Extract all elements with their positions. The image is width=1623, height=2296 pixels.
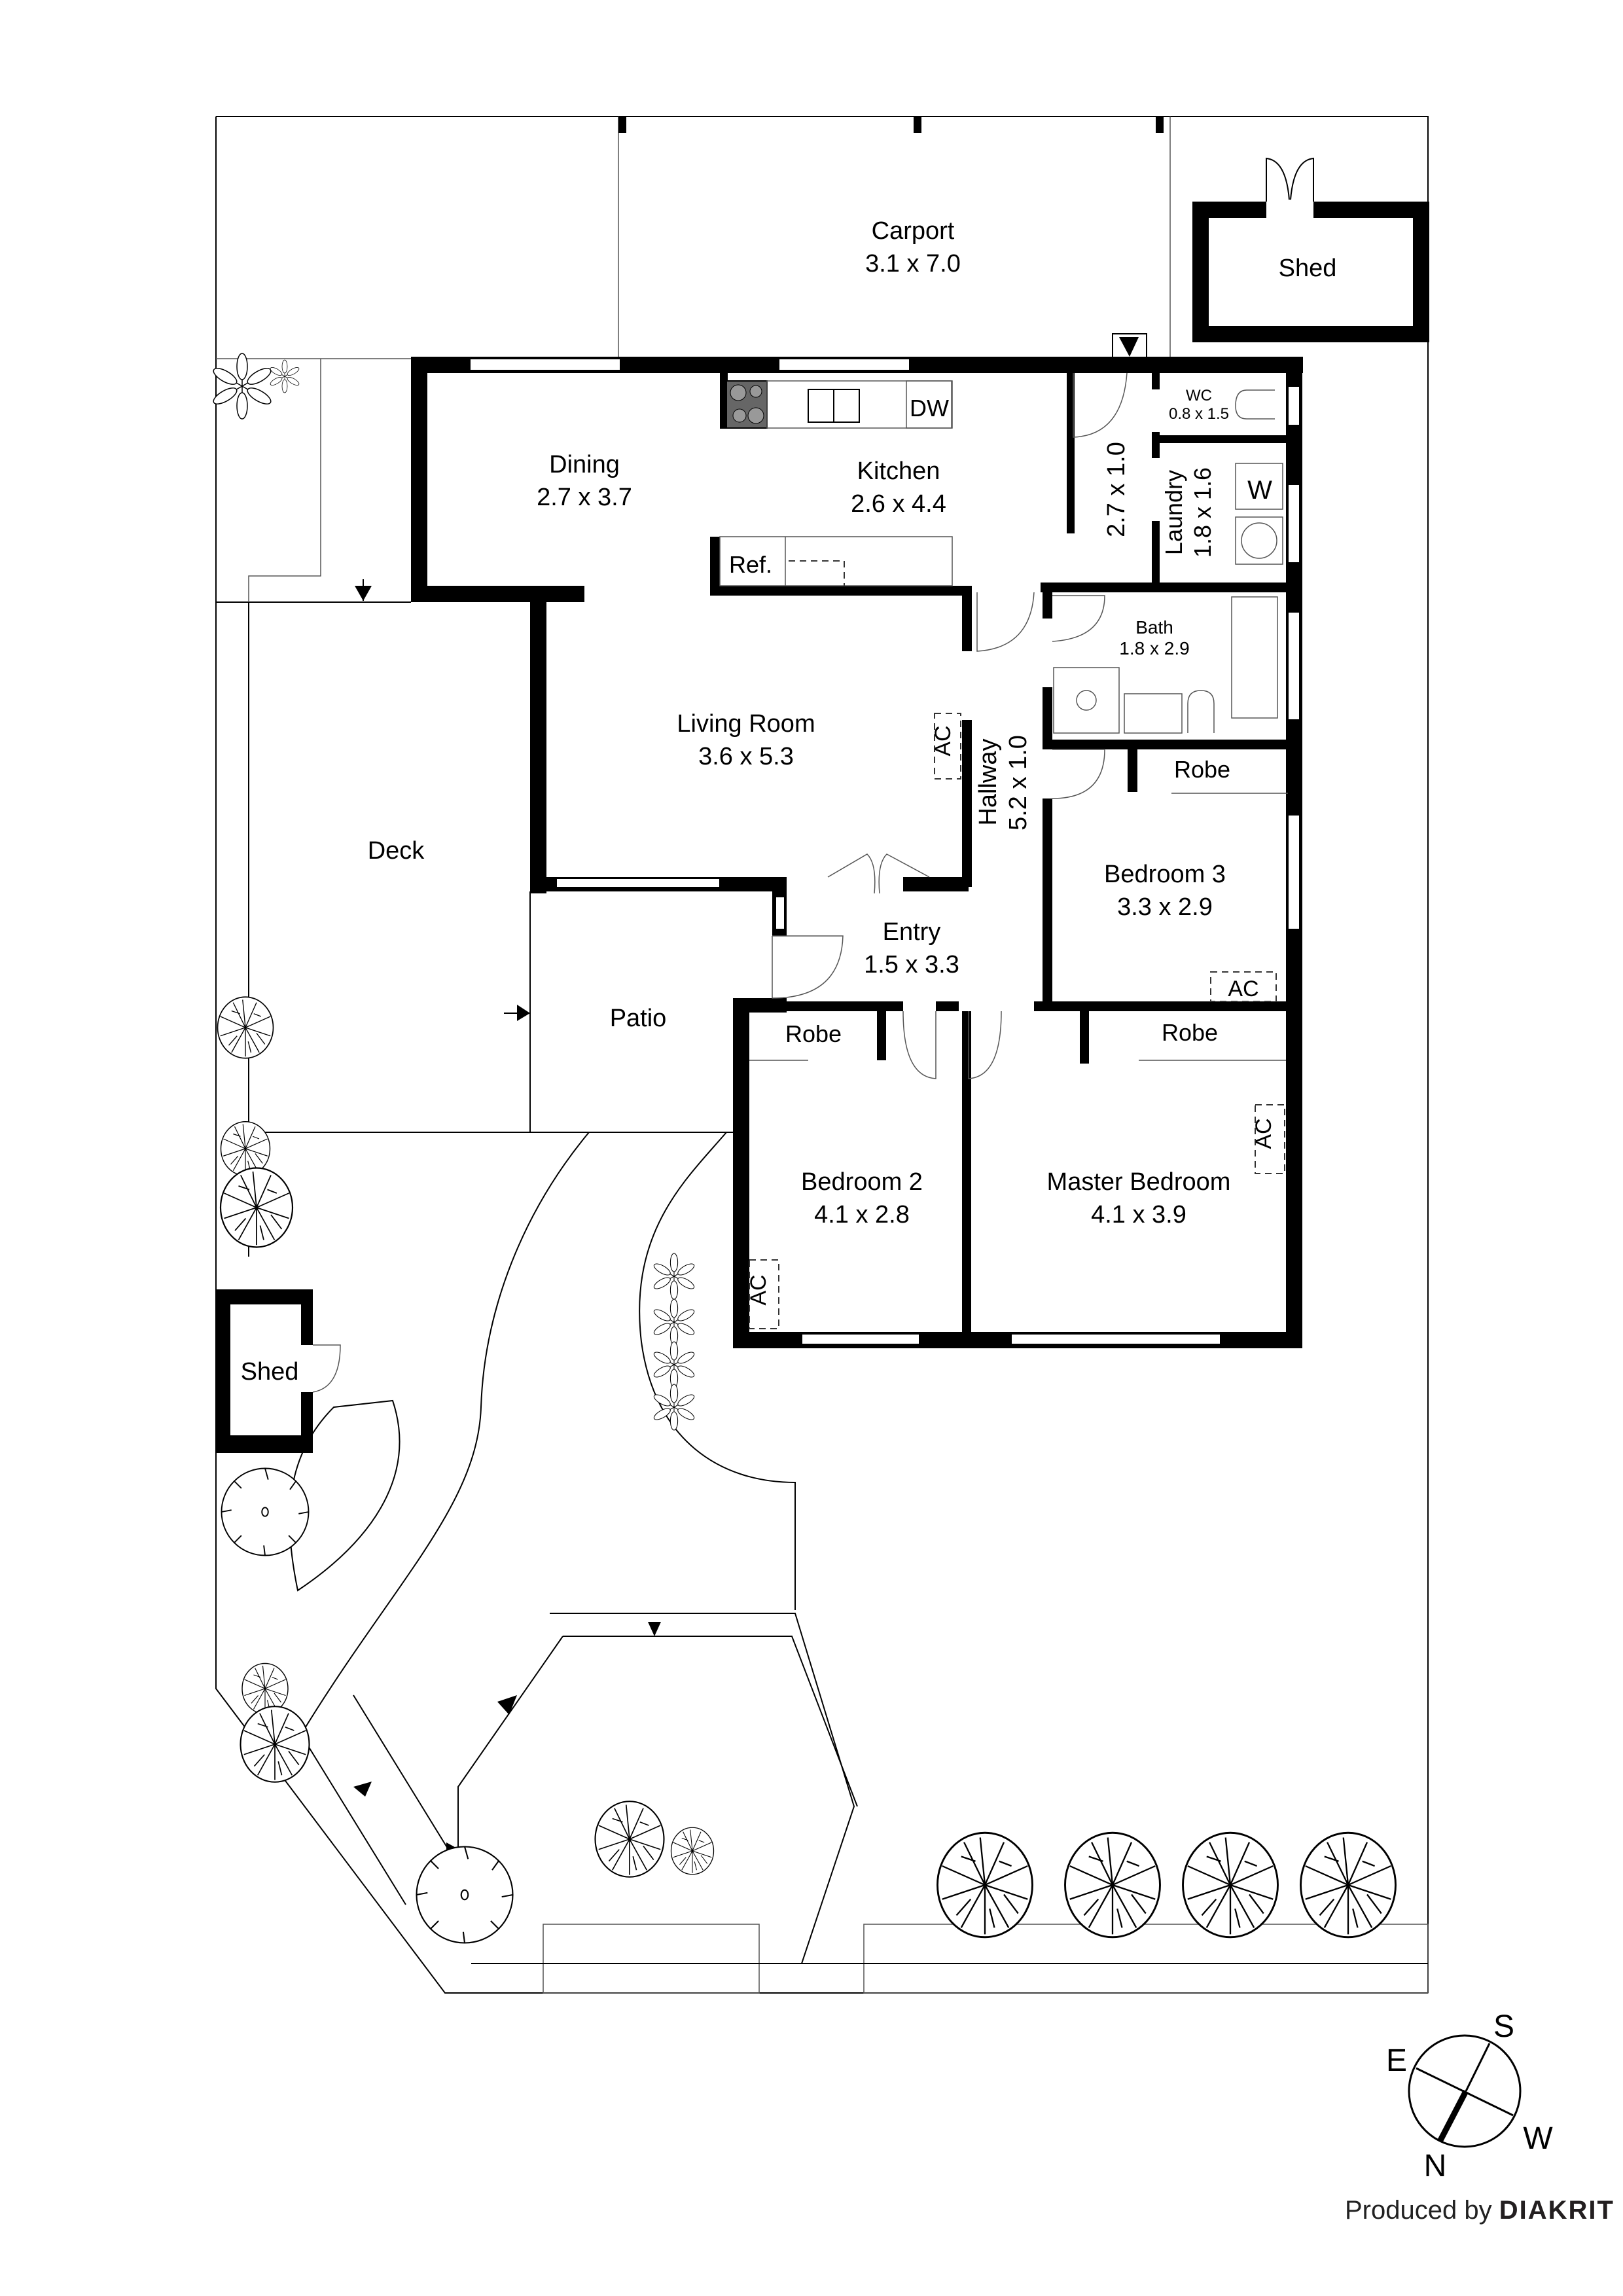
bath-dims: 1.8 x 2.9	[1119, 638, 1189, 658]
bedroom3-dims: 3.3 x 2.9	[1117, 893, 1213, 921]
palm-icon	[652, 1299, 696, 1346]
carport-label: Carport	[872, 217, 955, 245]
shrub-icon	[416, 1846, 514, 1944]
tree-icon	[1064, 1831, 1161, 1939]
property-boundary	[215, 116, 1429, 1994]
living-dims: 3.6 x 5.3	[698, 743, 794, 770]
tree-icon	[594, 1801, 665, 1878]
compass-s: S	[1493, 2009, 1514, 2044]
producer-credit: Produced by DIAKRIT	[1345, 2196, 1614, 2225]
outdoor-areas	[216, 358, 733, 1257]
kitchen-label: Kitchen	[857, 457, 940, 485]
entry-dims: 1.5 x 3.3	[864, 951, 959, 978]
bedroom2-label: Bedroom 2	[801, 1168, 923, 1196]
tree-icon	[240, 1706, 310, 1783]
entry-label: Entry	[883, 918, 941, 946]
ac-units: AC AC AC AC	[746, 713, 1285, 1329]
wc-label: WC	[1186, 387, 1212, 404]
patio-label: Patio	[610, 1005, 667, 1032]
tree-icon	[217, 996, 274, 1059]
shed-left-label: Shed	[241, 1358, 299, 1386]
kitchen-dims: 2.6 x 4.4	[851, 490, 946, 518]
bedroom2-dims: 4.1 x 2.8	[814, 1201, 910, 1229]
tree-icon	[219, 1167, 294, 1248]
tree-icon	[1182, 1831, 1279, 1939]
robe-master-label: Robe	[1162, 1019, 1218, 1046]
doors	[772, 333, 1147, 1079]
robes: Robe Robe Robe	[749, 756, 1288, 1061]
palm-icon	[210, 353, 274, 420]
tree-icon	[936, 1831, 1033, 1939]
kitchen-fixtures: DW Ref.	[719, 380, 953, 586]
hallway-label: Hallway	[974, 738, 1002, 825]
dining-dims: 2.7 x 3.7	[537, 484, 632, 511]
bedroom3-label: Bedroom 3	[1104, 861, 1226, 888]
living-label: Living Room	[677, 710, 815, 738]
master-label: Master Bedroom	[1047, 1168, 1231, 1196]
ac-bed2-label: AC	[746, 1274, 771, 1305]
bath-label: Bath	[1135, 617, 1173, 637]
wc-dims: 0.8 x 1.5	[1169, 405, 1229, 423]
dishwasher-label: DW	[910, 395, 949, 422]
laundry-label: Laundry	[1160, 470, 1187, 555]
hallway-dims: 5.2 x 1.0	[1005, 735, 1032, 831]
wet-area-fixtures: W	[1053, 389, 1283, 734]
credit-brand-logo: DIAKRIT	[1499, 2196, 1614, 2225]
tree-icon	[1300, 1831, 1397, 1939]
robe-bed2-label: Robe	[785, 1020, 842, 1047]
carport-dims: 3.1 x 7.0	[865, 250, 961, 278]
fridge-label: Ref.	[729, 551, 772, 578]
carport-area: Carport 3.1 x 7.0	[618, 117, 1171, 359]
palm-icon	[652, 1341, 696, 1388]
compass-e: E	[1386, 2043, 1407, 2078]
credit-prefix: Produced by	[1345, 2196, 1492, 2225]
tree-icon	[241, 1662, 289, 1715]
palm-icon	[268, 359, 301, 393]
room-labels: Dining 2.7 x 3.7 Kitchen 2.6 x 4.4 2.7 x…	[368, 387, 1231, 1229]
deck-label: Deck	[368, 837, 425, 865]
tree-icon	[220, 1121, 271, 1176]
palm-icon	[652, 1384, 696, 1431]
robe-bed3-label: Robe	[1174, 756, 1230, 783]
shed-top-label: Shed	[1279, 255, 1337, 282]
compass-icon: S E W N	[1386, 2009, 1553, 2183]
compass-w: W	[1523, 2121, 1553, 2156]
passage-dims: 2.7 x 1.0	[1103, 442, 1130, 537]
palm-icon	[652, 1253, 696, 1300]
master-dims: 4.1 x 3.9	[1091, 1201, 1186, 1229]
compass-n: N	[1424, 2149, 1447, 2183]
shed-top: Shed	[1192, 157, 1429, 342]
ac-bed3-label: AC	[1228, 977, 1258, 1001]
windows	[469, 358, 1300, 1345]
ac-living-label: AC	[931, 725, 955, 756]
ac-master-label: AC	[1251, 1118, 1276, 1149]
dining-label: Dining	[549, 451, 620, 478]
shed-left: Shed	[216, 1289, 341, 1453]
washer-label: W	[1247, 476, 1272, 505]
tree-icon	[670, 1827, 715, 1875]
laundry-dims: 1.8 x 1.6	[1189, 467, 1216, 558]
shrub-icon	[221, 1467, 310, 1556]
